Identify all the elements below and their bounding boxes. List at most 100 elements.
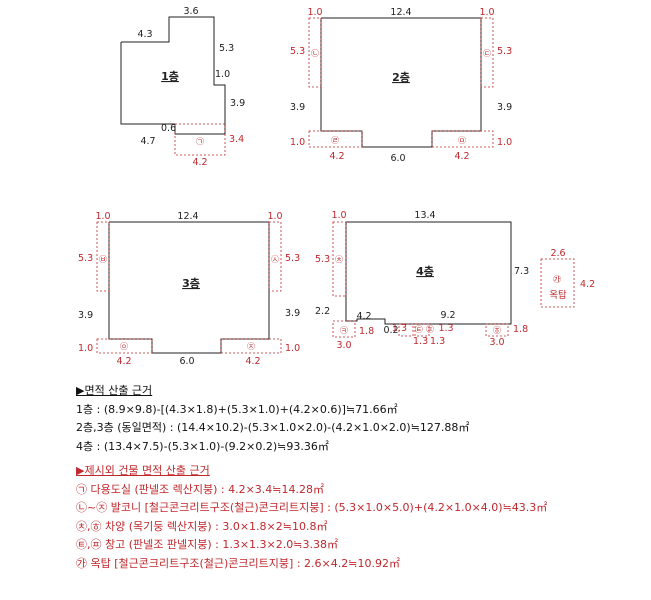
floor4-ext-shade-right bbox=[485, 323, 509, 337]
floor2-ext-bl-height: 1.0 bbox=[290, 137, 305, 148]
area-line-floor4: 4층 : (13.4×7.5)-(5.3×1.0)-(9.2×0.2)≒93.3… bbox=[76, 439, 329, 453]
excluded-line-utility-room: ㉠ 다용도실 (판넬조 렉산지붕) : 4.2×3.4≒14.28㎡ bbox=[76, 482, 325, 496]
floor3-label: 3층 bbox=[182, 276, 200, 290]
floor2-ext-left bbox=[308, 17, 322, 88]
floor3-plan: 12.4 3.9 3.9 6.0 3층 1.0 5.3 ㉥ 1.0 5.3 ㉦ … bbox=[78, 211, 300, 367]
floor2-ext-left-width: 1.0 bbox=[307, 7, 322, 18]
floor3-dim-bottom: 6.0 bbox=[179, 356, 194, 367]
floor1-label: 1층 bbox=[161, 69, 179, 83]
floor4-ext-left-height: 5.3 bbox=[315, 254, 330, 265]
floor1-dim-left-step: 4.3 bbox=[137, 29, 152, 40]
floor4-shade-left-symbol: ㉪ bbox=[340, 326, 348, 335]
floor4-dim-step-c: 0.2 bbox=[383, 325, 398, 336]
floor2-ext-right bbox=[480, 17, 494, 88]
floor2-label: 2층 bbox=[392, 70, 410, 84]
floor3-ext-left-symbol: ㉥ bbox=[99, 255, 107, 264]
floor2-dim-top: 12.4 bbox=[390, 7, 411, 18]
floor4-shade-left-height: 1.8 bbox=[359, 326, 374, 337]
floor3-ext-bottom-right bbox=[220, 338, 282, 354]
floor4-storage-a-width: 1.3 bbox=[392, 323, 407, 334]
floor3-ext-left bbox=[96, 221, 110, 292]
floor3-ext-br-symbol: ㉨ bbox=[247, 342, 255, 351]
excluded-area-section: ▶제시외 건물 면적 산출 근거 ㉠ 다용도실 (판넬조 렉산지붕) : 4.2… bbox=[76, 462, 547, 573]
floor3-ext-br-height: 1.0 bbox=[285, 343, 300, 354]
floor3-ext-bl-width: 4.2 bbox=[116, 356, 131, 367]
rooftop-height: 4.2 bbox=[580, 279, 595, 290]
floor2-dim-right: 3.9 bbox=[497, 102, 512, 113]
floor1-extension-a bbox=[174, 123, 226, 156]
floor3-dim-left: 3.9 bbox=[78, 310, 93, 321]
floor2-ext-br-width: 4.2 bbox=[454, 151, 469, 162]
floor2-ext-bottom-left bbox=[308, 130, 363, 148]
floor1-dim-top: 3.6 bbox=[183, 6, 198, 17]
floor2-ext-right-height: 5.3 bbox=[497, 46, 512, 57]
floor4-storage-a-symbol: ㉫ bbox=[415, 325, 423, 334]
floor3-ext-right bbox=[268, 221, 282, 292]
floor4-shade-right-height: 1.8 bbox=[513, 324, 528, 335]
floor2-ext-left-height: 5.3 bbox=[290, 46, 305, 57]
floor4-dim-right: 7.3 bbox=[514, 266, 529, 277]
floor2-dim-bottom: 6.0 bbox=[390, 153, 405, 164]
floor1-dim-bottom: 4.7 bbox=[140, 136, 155, 147]
floor4-dim-step-b: 9.2 bbox=[440, 310, 455, 321]
floor2-ext-right-symbol: ㉢ bbox=[483, 49, 491, 58]
floor1-outline bbox=[120, 16, 226, 135]
floor4-storage-b-width-1: 1.3 bbox=[413, 336, 428, 347]
floor3-ext-left-height: 5.3 bbox=[78, 253, 93, 264]
floor3-ext-left-width: 1.0 bbox=[95, 211, 110, 222]
floor4-ext-storage-b bbox=[414, 323, 430, 337]
floor4-ext-left bbox=[332, 221, 347, 297]
floor4-rooftop bbox=[540, 258, 575, 308]
floor4-dim-step-a: 4.2 bbox=[356, 311, 371, 322]
floor2-ext-bl-symbol: ㉣ bbox=[331, 136, 339, 145]
area-basis-header: ▶면적 산출 근거 bbox=[76, 384, 153, 397]
floor3-ext-right-width: 1.0 bbox=[267, 211, 282, 222]
floor2-ext-left-symbol: ㉡ bbox=[311, 49, 319, 58]
rooftop-symbol: ㉮ bbox=[553, 275, 561, 284]
floor2-dim-left: 3.9 bbox=[290, 102, 305, 113]
floor1-dim-right-upper: 5.3 bbox=[219, 43, 234, 54]
floor1-dim-inner: 0.6 bbox=[161, 123, 176, 134]
floor4-storage-b-width-2: 1.3 bbox=[430, 336, 445, 347]
floor4-label: 4층 bbox=[416, 264, 434, 278]
excluded-line-shade: ㉩,㉭ 차양 (목기둥 렉산지붕) : 3.0×1.8×2≒10.8㎡ bbox=[76, 519, 328, 533]
floor2-ext-right-width: 1.0 bbox=[479, 7, 494, 18]
floor3-ext-right-height: 5.3 bbox=[285, 253, 300, 264]
area-line-floor1: 1층 : (8.9×9.8)-[(4.3×1.8)+(5.3×1.0)+(4.2… bbox=[76, 402, 398, 416]
floor3-dim-top: 12.4 bbox=[177, 211, 198, 222]
floor3-ext-right-symbol: ㉦ bbox=[271, 255, 279, 264]
floor4-storage-b-symbol: ㉬ bbox=[426, 325, 434, 334]
floor2-ext-bl-width: 4.2 bbox=[329, 151, 344, 162]
floor1-ext-symbol: ㉠ bbox=[196, 137, 204, 146]
floor4-shade-left-width: 3.0 bbox=[336, 340, 351, 351]
floor4-storage-b-height: 1.3 bbox=[438, 323, 453, 334]
floor2-plan: 12.4 3.9 3.9 6.0 2층 1.0 5.3 ㉡ 1.0 5.3 ㉢ … bbox=[290, 7, 512, 164]
floor2-ext-bottom-right bbox=[431, 130, 494, 148]
floor4-ext-left-width: 1.0 bbox=[331, 210, 346, 221]
floor1-ext-width: 4.2 bbox=[192, 157, 207, 168]
floor1-dim-right-step: 1.0 bbox=[215, 69, 230, 80]
excluded-line-storage: ㉫,㉬ 창고 (판넬조 판넬지붕) : 1.3×1.3×2.0≒3.38㎡ bbox=[76, 538, 338, 551]
floor4-plan: 13.4 7.3 2.2 4.2 9.2 0.2 4층 1.0 5.3 ㉩ ㉪ … bbox=[315, 210, 595, 351]
floor3-ext-bottom-left bbox=[96, 338, 153, 354]
floor2-ext-br-symbol: ㉤ bbox=[458, 136, 466, 145]
floor3-ext-br-width: 4.2 bbox=[245, 356, 260, 367]
floor4-shade-right-width: 3.0 bbox=[489, 337, 504, 348]
floor4-ext-left-symbol: ㉩ bbox=[335, 255, 343, 264]
excluded-line-balcony: ㉡~㉨ 발코니 [철근콘크리트구조(철근)콘크리트지붕] : (5.3×1.0×… bbox=[76, 501, 548, 514]
rooftop-label: 옥탑 bbox=[549, 289, 567, 301]
floor3-ext-bl-height: 1.0 bbox=[78, 343, 93, 354]
area-line-floor2-3: 2층,3층 (동일면적) : (14.4×10.2)-(5.3×1.0×2.0)… bbox=[76, 421, 470, 434]
floor2-ext-br-height: 1.0 bbox=[497, 137, 512, 148]
floor4-dim-top: 13.4 bbox=[414, 210, 435, 221]
rooftop-width: 2.6 bbox=[550, 248, 565, 259]
floor1-ext-depth: 3.4 bbox=[229, 134, 244, 145]
area-basis-section: ▶면적 산출 근거 1층 : (8.9×9.8)-[(4.3×1.8)+(5.3… bbox=[76, 382, 469, 456]
floor4-ext-storage-a bbox=[398, 323, 414, 337]
floor4-dim-left-lower: 2.2 bbox=[315, 306, 330, 317]
floor3-dim-right: 3.9 bbox=[285, 308, 300, 319]
excluded-line-rooftop: ㉮ 옥탑 [철근콘크리트구조(철근)콘크리트지붕] : 2.6×4.2≒10.9… bbox=[76, 556, 400, 570]
floor1-plan: 3.6 4.3 5.3 1.0 3.9 0.6 4.7 1층 ㉠ 4.2 3.4 bbox=[120, 6, 245, 168]
floor1-dim-right-lower: 3.9 bbox=[230, 98, 245, 109]
